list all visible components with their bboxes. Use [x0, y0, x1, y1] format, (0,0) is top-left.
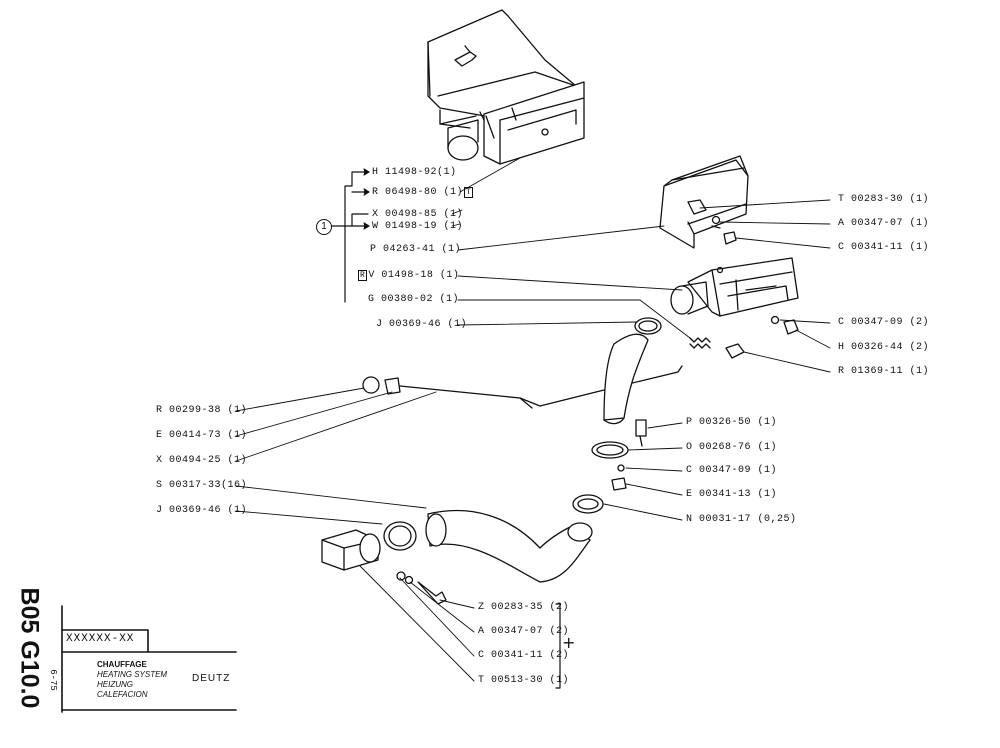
part-label-t00513: T 00513-30 (1) [478, 675, 570, 686]
lower-hose [383, 509, 593, 583]
part-label-a00347-07-top: A 00347-07 (1) [838, 218, 930, 229]
part-label-a00347-07-low: A 00347-07 (2) [478, 626, 570, 637]
part-label-j00369-top: J 00369-46 (1) [376, 319, 468, 330]
part-label-v01498-box: R [358, 270, 368, 281]
title-block-frame [61, 605, 237, 713]
part-label-j00369-low: J 00369-46 (1) [156, 505, 248, 516]
brand-name: DEUTZ [192, 673, 231, 684]
part-label-x00494: X 00494-25 (1) [156, 455, 248, 466]
part-label-r06498: R 06498-80 (1)T [372, 187, 474, 199]
drawing-code-vertical: B05 G10.0 [14, 586, 44, 710]
drawing-date: 6-75 [46, 660, 60, 700]
code-box: XXXXXX-XX [66, 633, 135, 645]
part-label-p00326: P 00326-50 (1) [686, 417, 778, 428]
part-label-e00341: E 00341-13 (1) [686, 489, 778, 500]
part-label-x00498: X 00498-85 (1) [372, 209, 464, 220]
title-de: HEIZUNG [97, 680, 133, 689]
part-label-r01369: R 01369-11 (1) [838, 366, 930, 377]
callout-bracket [331, 168, 370, 303]
part-label-c00347-09-2: C 00347-09 (2) [838, 317, 930, 328]
list-bracket [555, 603, 561, 689]
drawing-code-text: B05 G10.0 [15, 587, 44, 709]
callout-marker: 1 [316, 219, 332, 235]
drawing-date-text: 6-75 [48, 669, 58, 691]
part-label-c00341-11-top: C 00341-11 (1) [838, 242, 930, 253]
part-label-r06498-box: T [464, 187, 474, 198]
part-label-h11498: H 11498-92(1) [372, 167, 457, 178]
part-label-z00283: Z 00283-35 (2) [478, 602, 570, 613]
part-label-v01498-text: V 01498-18 (1) [368, 270, 460, 281]
part-label-t00283-30: T 00283-30 (1) [838, 194, 930, 205]
part-label-o00268: O 00268-76 (1) [686, 442, 778, 453]
plus-sign: + [562, 633, 576, 652]
part-label-c00347-09-1: C 00347-09 (1) [686, 465, 778, 476]
part-label-n00031: N 00031-17 (0,25) [686, 514, 797, 525]
part-label-e00414: E 00414-73 (1) [156, 430, 248, 441]
title-fr: CHAUFFAGE [97, 660, 147, 669]
part-label-p04263: P 04263-41 (1) [370, 244, 462, 255]
part-label-c00341-11-low: C 00341-11 (2) [478, 650, 570, 661]
part-label-s00317: S 00317-33(16) [156, 480, 248, 491]
bracket-part [659, 155, 749, 249]
part-label-r00299: R 00299-38 (1) [156, 405, 248, 416]
air-duct [670, 257, 799, 317]
control-cable [362, 365, 683, 409]
title-en: HEATING SYSTEM [97, 670, 168, 679]
upper-hose [603, 333, 649, 425]
part-label-r06498-text: R 06498-80 (1) [372, 187, 464, 198]
title-lines: CHAUFFAGE HEATING SYSTEM HEIZUNG CALEFAC… [97, 660, 167, 700]
heater-housing-top [427, 9, 585, 165]
outlet-nozzle [321, 529, 447, 605]
title-es: CALEFACION [97, 690, 148, 699]
leader-lines [235, 157, 831, 682]
part-label-h00326: H 00326-44 (2) [838, 342, 930, 353]
part-label-w01498: W 01498-19 (1) [372, 221, 464, 232]
part-label-g00380: G 00380-02 (1) [368, 294, 460, 305]
